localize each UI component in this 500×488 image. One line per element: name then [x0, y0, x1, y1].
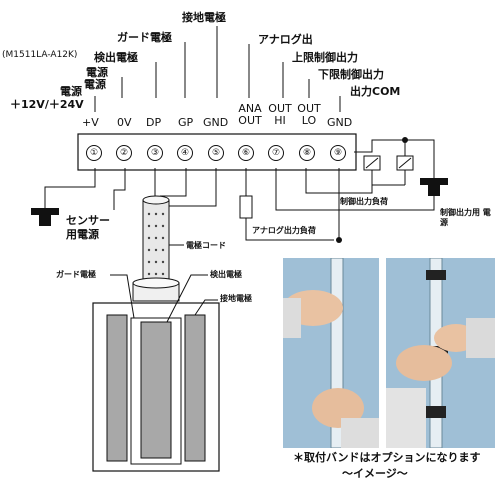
electrode-left — [106, 314, 128, 462]
analog-load-resistor — [239, 195, 253, 219]
label-ground: 接地電極 — [182, 11, 226, 24]
terminal-num-8: ⑧ — [299, 145, 315, 161]
electrode-detect — [140, 321, 172, 459]
terminal-label-6: ANA OUT — [238, 102, 262, 127]
terminal-label-4: GP — [178, 116, 194, 129]
label-control-load: 制御出力負荷 — [340, 197, 388, 206]
wire-gp — [160, 168, 187, 197]
label-power-sub-2: 電源 — [60, 85, 82, 98]
wire-gnd — [168, 168, 217, 207]
label-power-voltage: ＋12V/＋24V — [10, 98, 84, 111]
terminal-num-1: ① — [86, 145, 102, 161]
terminal-label-3: DP — [146, 116, 162, 129]
terminal-num-3: ③ — [147, 145, 163, 161]
terminal-num-5: ⑤ — [208, 145, 224, 161]
terminal-label-8: OUT LO — [297, 102, 321, 127]
label-control-power: 制御出力用 電源 — [440, 208, 491, 227]
note-line-2: 〜イメージ〜 — [342, 467, 408, 480]
label-power-main: 電源 — [84, 78, 106, 91]
terminal-num-6: ⑥ — [238, 145, 254, 161]
terminal-label-5: GND — [203, 116, 229, 129]
label-detect-electrode: 検出電極 — [210, 270, 242, 279]
label-sensor-power: センサー 用電源 — [66, 214, 110, 241]
note-line-1: ＊取付バンドはオプションになります — [293, 451, 481, 464]
terminal-num-7: ⑦ — [268, 145, 284, 161]
terminal-label-7: OUT HI — [268, 102, 292, 127]
wire-power-minus — [113, 168, 126, 210]
terminal-label-2: 0V — [117, 116, 132, 129]
wire-relay-top — [354, 139, 435, 178]
terminal-label-1: +V — [82, 116, 99, 129]
label-detect: 検出電極 — [94, 51, 138, 64]
wire-ana-bottom — [245, 218, 334, 241]
wire-power-plus — [44, 168, 96, 208]
label-lower-limit: 下限制御出力 — [318, 68, 384, 81]
photo-mounting-2 — [386, 258, 495, 448]
label-ground-electrode: 接地電極 — [220, 294, 252, 303]
electrode-right — [184, 314, 206, 462]
terminal-num-2: ② — [116, 145, 132, 161]
model-number: (M1511LA-A12K) — [2, 50, 78, 60]
label-analog-out: アナログ出 — [258, 33, 313, 46]
terminal-label-9: GND — [327, 116, 353, 129]
label-analog-load: アナログ出力負荷 — [252, 226, 316, 235]
label-guard-electrode: ガード電極 — [56, 270, 96, 279]
label-power-sub: 電源 — [86, 66, 108, 79]
label-guard: ガード電極 — [117, 31, 172, 44]
photo-mounting-1 — [283, 258, 379, 448]
label-electrode-cord: 電極コード — [186, 241, 226, 250]
label-upper-limit: 上限制御出力 — [292, 51, 358, 64]
wire-hi — [275, 168, 435, 211]
label-output-com: 出力COM — [350, 85, 401, 98]
terminal-num-4: ④ — [177, 145, 193, 161]
terminal-num-9: ⑨ — [330, 145, 346, 161]
